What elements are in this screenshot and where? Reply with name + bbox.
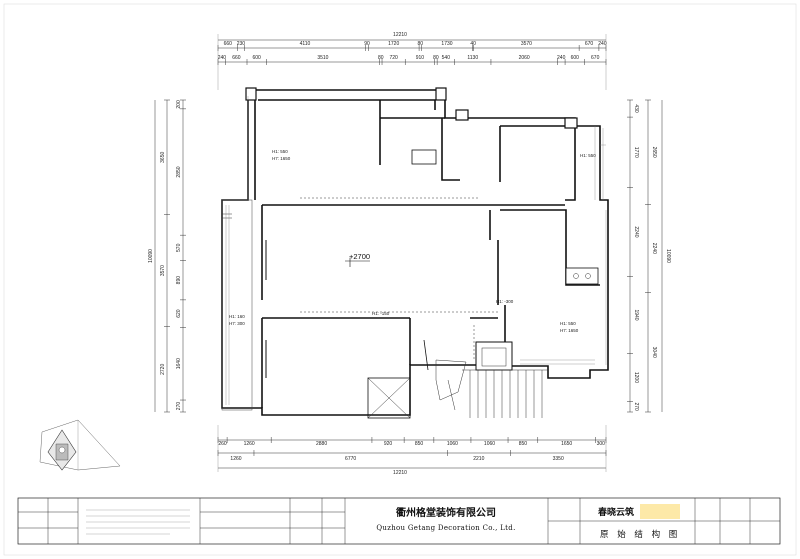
room-label: H7: 1650 (560, 328, 579, 333)
dimension-label: 200 (176, 100, 182, 109)
dimension-label: 260 (218, 441, 227, 447)
room-label: H1: 550 (580, 153, 596, 158)
dimension-label: 720 (389, 55, 398, 61)
right-dimension-column-1: 430 1770 2240 1940 1200 270 (627, 99, 639, 413)
right-dimensions: 10090 430 1770 2240 1940 1200 270 2650 2240 304… (627, 99, 671, 413)
elevation-mark: +2700 (349, 252, 370, 261)
bottom-dimension-row-1: 260 1260 2880 920 850 1060 1060 850 1650 300 (217, 437, 607, 447)
dimension-label: 2060 (519, 55, 530, 61)
dimension-label: 670 (591, 55, 600, 61)
dimension-label: 2720 (160, 364, 166, 375)
dimension-label: 80 (433, 55, 439, 61)
overall-width-bottom: 12210 (393, 470, 407, 476)
room-label: H1: 160 (229, 314, 245, 319)
dimension-label: 3570 (521, 41, 532, 47)
right-dimension-column-2: 2650 2240 3040 (645, 99, 657, 413)
dimension-label: 600 (252, 55, 261, 61)
bottom-dimension-row-2: 1260 6770 2210 3350 (217, 450, 607, 462)
dimension-label: 4110 (300, 41, 311, 47)
dimension-label: 1130 (467, 55, 478, 61)
dimension-label: 850 (415, 441, 424, 447)
dimension-label: 90 (364, 41, 370, 47)
dimension-label: 2240 (651, 243, 657, 254)
dimension-label: 600 (571, 55, 580, 61)
room-label: H1: 550 (272, 149, 288, 154)
company-name-en: Quzhou Getang Decoration Co., Ltd. (376, 524, 515, 532)
dimension-label: 3510 (317, 55, 328, 61)
dimension-label: 2850 (176, 166, 182, 177)
dimension-label: 620 (176, 309, 182, 318)
title-block: 衢州格堂装饰有限公司 Quzhou Getang Decoration Co.,… (17, 497, 781, 545)
dimension-label: 1060 (484, 441, 495, 447)
dimension-label: 660 (224, 41, 233, 47)
room-label: H1: -300 (496, 299, 514, 304)
dimension-label: 570 (176, 243, 182, 252)
project-name: 春晓云筑 (597, 506, 634, 518)
dimension-label: 1200 (633, 372, 639, 383)
dimension-label: 3570 (160, 265, 166, 276)
walls (221, 87, 609, 416)
room-label: H1: -150 (372, 311, 390, 316)
key-plan-diagram (39, 419, 121, 471)
left-dimension-column-2: 200 2850 570 890 620 1640 270 (176, 99, 186, 413)
dimension-label: 910 (416, 55, 425, 61)
dimension-label: 2650 (651, 147, 657, 158)
dimension-label: 540 (442, 55, 451, 61)
dimension-label: 240 (557, 55, 566, 61)
dimension-label: 920 (384, 441, 393, 447)
overall-height-left: 10090 (148, 249, 154, 263)
room-label: H7: 300 (229, 321, 245, 326)
dimension-label: 1730 (441, 41, 452, 47)
dimension-label: 430 (633, 104, 639, 113)
dimension-label: 6770 (345, 456, 356, 462)
dimension-label: 2880 (316, 441, 327, 447)
dimension-label: 890 (176, 276, 182, 285)
room-label: H7: 1650 (272, 156, 291, 161)
dimension-label: 660 (232, 55, 241, 61)
dimension-label: 3650 (160, 152, 166, 163)
dimension-label: 2240 (633, 226, 639, 237)
dimension-label: 80 (378, 55, 384, 61)
dimension-label: 1650 (561, 441, 572, 447)
dimension-label: 240 (218, 55, 227, 61)
dimension-label: 1640 (176, 358, 182, 369)
dimension-label: 40 (470, 41, 476, 47)
dimension-label: 670 (585, 41, 594, 47)
openings (300, 197, 498, 360)
dimension-label: 1940 (633, 309, 639, 320)
stairs (367, 359, 548, 419)
room-labels: H1: 550 H7: 1650 H1: 550 H1: 160 H7: 300… (229, 149, 596, 333)
doors (265, 240, 429, 378)
dimension-label: 80 (417, 41, 423, 47)
dimension-label: 1260 (230, 456, 241, 462)
top-dimensions: 12210 660 230 4110 90 1720 80 1730 40 3570 670 240… (218, 32, 607, 90)
dimension-label: 3350 (553, 456, 564, 462)
dimension-label: 3040 (651, 347, 657, 358)
company-name-cn: 衢州格堂装饰有限公司 (396, 506, 496, 519)
dimension-label: 1770 (633, 147, 639, 158)
room-label: H1: 550 (560, 321, 576, 326)
dimension-label: 230 (237, 41, 246, 47)
dimension-label: 1720 (388, 41, 399, 47)
drawing-title: 原 始 结 构 图 (600, 529, 680, 540)
dimension-label: 300 (597, 441, 606, 447)
bottom-dimensions: 12210 260 1260 2880 920 850 1060 1060 850 1650 30… (217, 425, 607, 476)
overall-width-top: 12210 (393, 32, 407, 38)
top-dimension-row-1: 660 230 4110 90 1720 80 1730 40 3570 670 240 (217, 41, 607, 51)
dimension-label: 1060 (447, 441, 458, 447)
overall-height-right: 10090 (665, 249, 671, 263)
dimension-label: 270 (176, 402, 182, 411)
dimension-label: 240 (598, 41, 607, 47)
left-dimension-column-1: 3650 3570 2720 (160, 99, 170, 413)
dimension-label: 1260 (244, 441, 255, 447)
highlight-patch (640, 504, 680, 519)
dimension-label: 850 (519, 441, 528, 447)
dimension-label: 2210 (473, 456, 484, 462)
dimension-label: 270 (633, 402, 639, 411)
windows (221, 96, 607, 411)
